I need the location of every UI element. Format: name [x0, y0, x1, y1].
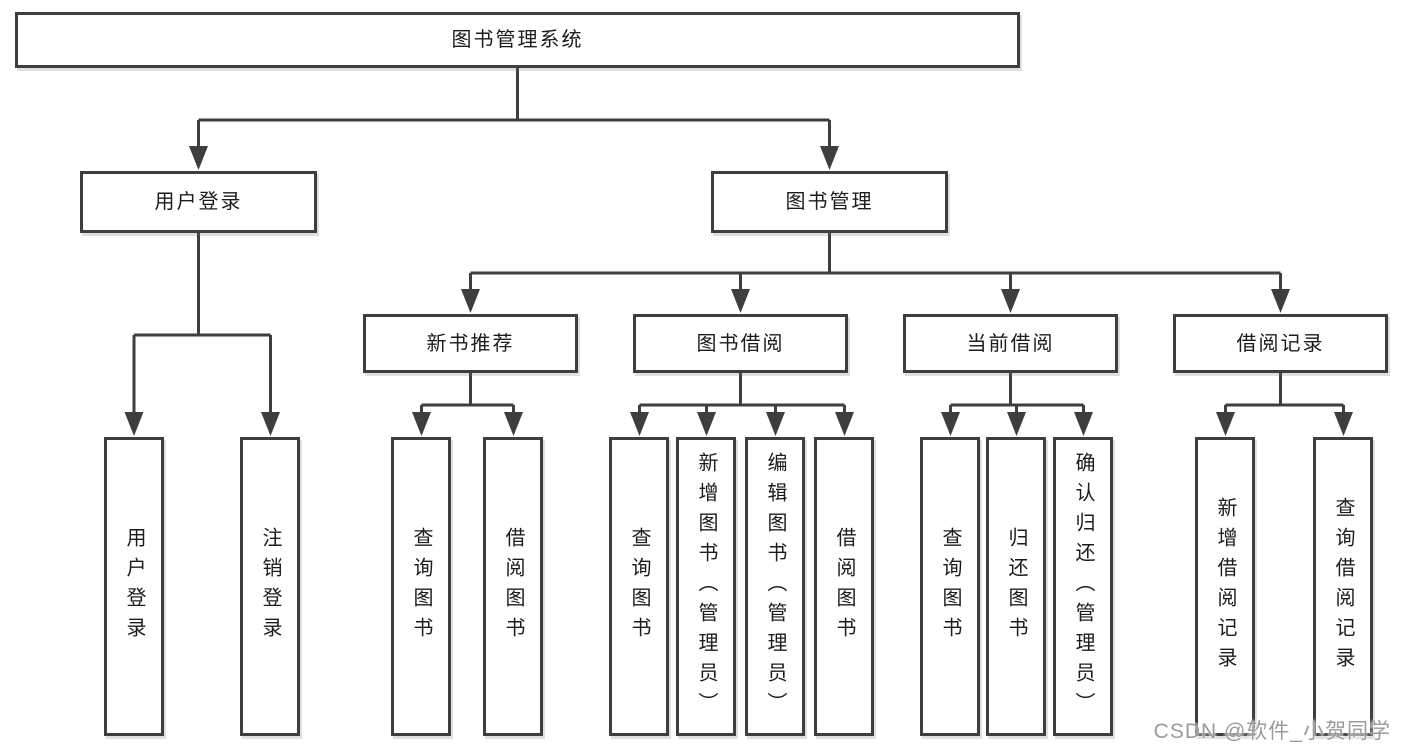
node-new-book-recommend-label: 新书推荐 — [426, 332, 515, 355]
node-book-management-label: 图书管理 — [785, 191, 874, 213]
connector-arrowhead-icon — [504, 412, 523, 436]
connector-arrowhead-icon — [766, 412, 785, 436]
node-current-borrowing: 当前借阅 — [903, 314, 1118, 373]
node-current-borrowing-label: 当前借阅 — [966, 332, 1055, 355]
leaf-query-books-borrowing-label: 查询图书 — [628, 526, 650, 647]
node-root-label: 图书管理系统 — [451, 29, 584, 51]
connector-arrowhead-icon — [1334, 412, 1353, 436]
leaf-confirm-return-admin: 确认归还（管理员） — [1053, 437, 1113, 736]
leaf-borrow-books-recommend: 借阅图书 — [483, 437, 543, 736]
leaf-query-books-current: 查询图书 — [920, 437, 980, 736]
leaf-add-books-admin: 新增图书（管理员） — [676, 437, 736, 736]
connector-arrowhead-icon — [1007, 412, 1026, 436]
leaf-edit-books-admin: 编辑图书（管理员） — [745, 437, 805, 736]
leaf-user-login-label: 用户登录 — [123, 526, 145, 647]
leaf-confirm-return-admin-label: 确认归还（管理员） — [1072, 451, 1094, 722]
connector-arrowhead-icon — [1001, 289, 1020, 313]
node-borrowing-records: 借阅记录 — [1173, 314, 1388, 373]
connector-arrowhead-icon — [124, 412, 144, 436]
node-new-book-recommend: 新书推荐 — [363, 314, 578, 373]
connector-arrowhead-icon — [697, 412, 716, 436]
leaf-query-borrow-record: 查询借阅记录 — [1313, 437, 1373, 736]
node-root: 图书管理系统 — [15, 12, 1020, 68]
connector-arrowhead-icon — [1271, 289, 1290, 313]
leaf-add-books-admin-label: 新增图书（管理员） — [695, 451, 717, 722]
leaf-edit-books-admin-label: 编辑图书（管理员） — [764, 451, 786, 722]
connector-arrowhead-icon — [820, 146, 839, 170]
connector-arrowhead-icon — [1074, 412, 1093, 436]
leaf-query-books-recommend: 查询图书 — [391, 437, 451, 736]
connector-arrowhead-icon — [261, 412, 280, 436]
leaf-return-books-label: 归还图书 — [1005, 526, 1027, 647]
node-user-login-label: 用户登录 — [154, 191, 243, 213]
connector-arrowhead-icon — [630, 412, 649, 436]
leaf-query-books-recommend-label: 查询图书 — [410, 526, 432, 647]
node-book-management: 图书管理 — [711, 171, 948, 233]
leaf-query-books-borrowing: 查询图书 — [609, 437, 669, 736]
leaf-add-borrow-record: 新增借阅记录 — [1195, 437, 1255, 736]
leaf-borrow-books: 借阅图书 — [814, 437, 874, 736]
connector-arrowhead-icon — [189, 146, 208, 170]
leaf-user-login: 用户登录 — [104, 437, 164, 736]
leaf-return-books: 归还图书 — [986, 437, 1046, 736]
node-book-borrowing: 图书借阅 — [633, 314, 848, 373]
watermark: CSDN @软件_小贺同学 — [1153, 720, 1391, 743]
connector-arrowhead-icon — [731, 289, 750, 313]
connector-arrowhead-icon — [412, 412, 431, 436]
leaf-add-borrow-record-label: 新增借阅记录 — [1214, 496, 1236, 677]
connector-arrowhead-icon — [461, 289, 480, 313]
leaf-borrow-books-recommend-label: 借阅图书 — [502, 526, 524, 647]
node-book-borrowing-label: 图书借阅 — [696, 332, 785, 355]
node-user-login: 用户登录 — [80, 171, 317, 233]
leaf-query-books-current-label: 查询图书 — [939, 526, 961, 647]
node-borrowing-records-label: 借阅记录 — [1236, 332, 1325, 355]
leaf-query-borrow-record-label: 查询借阅记录 — [1332, 496, 1354, 677]
connector-arrowhead-icon — [1216, 412, 1235, 436]
leaf-borrow-books-label: 借阅图书 — [833, 526, 855, 647]
leaf-logout: 注销登录 — [240, 437, 300, 736]
connector-arrowhead-icon — [941, 412, 960, 436]
connector-arrowhead-icon — [835, 412, 854, 436]
leaf-logout-label: 注销登录 — [259, 526, 281, 647]
